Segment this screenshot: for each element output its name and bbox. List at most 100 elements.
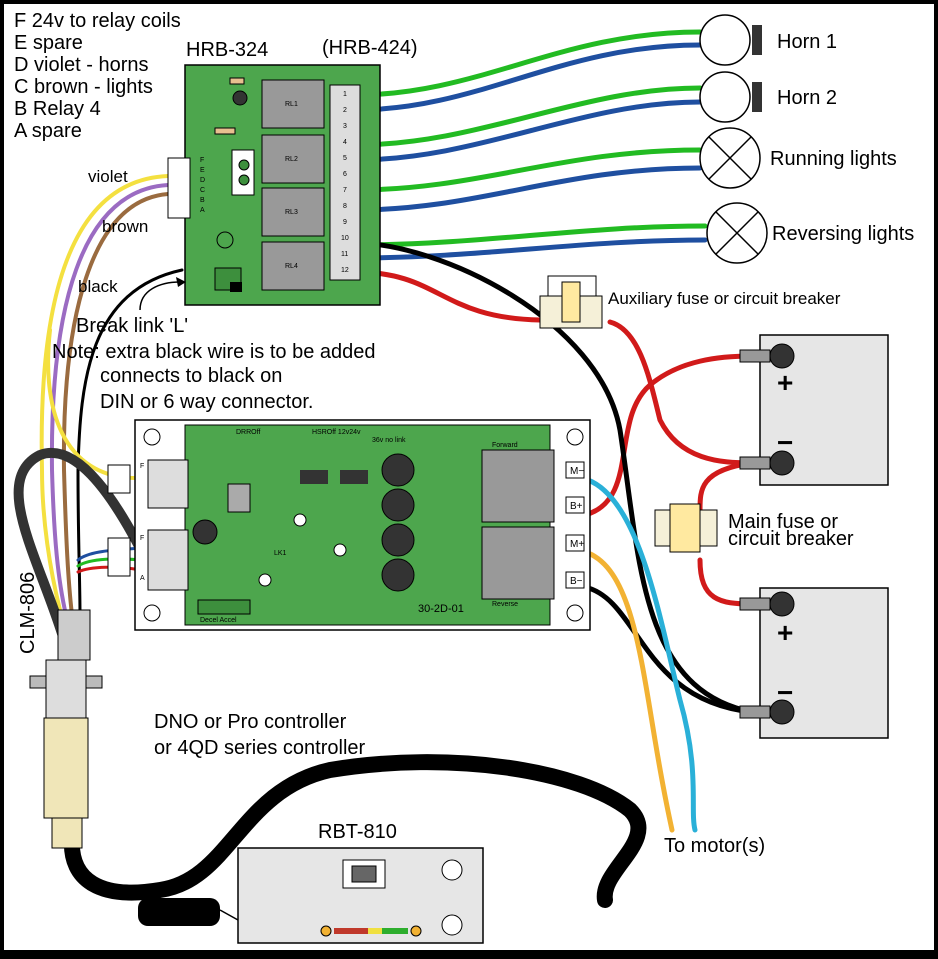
capacitor [232, 90, 248, 106]
terminal-m-minus [565, 461, 585, 479]
lamp-cross [715, 211, 759, 255]
conn-letter-f: F [200, 157, 204, 164]
silk-lk1: LK1 [274, 550, 287, 557]
wire-horn2-green [352, 85, 703, 148]
terminal-5: 5 [343, 155, 347, 162]
pad [238, 174, 250, 186]
wire-red-bplus [582, 353, 755, 518]
label-brown: brown [102, 217, 148, 236]
clm-806: CLM-806 [17, 572, 103, 849]
capacitor [381, 558, 415, 592]
horn-1-label: Horn 1 [777, 31, 837, 53]
din-plug [107, 464, 131, 494]
six-way-connector [167, 157, 191, 219]
mount-hole [143, 428, 161, 446]
relay-rl3-label: RL3 [285, 209, 298, 216]
relay-rl4-label: RL4 [285, 263, 298, 270]
mount-hole [566, 604, 584, 622]
clm-label: CLM-806 [17, 572, 39, 654]
pad [238, 159, 250, 171]
cap-small [293, 513, 307, 527]
running-lights-label: Running lights [770, 148, 897, 170]
controller-label-1: DNO or Pro controller [154, 711, 347, 733]
rbt-label: RBT-810 [318, 821, 397, 843]
rbt-810: RBT-810 [138, 821, 484, 944]
break-link-arrow [139, 281, 181, 311]
relay-rl4-body [261, 241, 325, 291]
resistor [214, 127, 236, 135]
relay-board-name: HRB-324 [186, 39, 268, 61]
wire-black-relay [352, 240, 755, 715]
rbt-toggle-icon[interactable] [441, 914, 463, 936]
aux-fuse-element [561, 281, 581, 323]
terminal-m-plus [565, 534, 585, 552]
terminal-2: 2 [343, 107, 347, 114]
main-fuse-element [669, 503, 701, 553]
ic-chip [300, 470, 328, 484]
conn-f-bottom: F [140, 535, 144, 542]
terminal-11: 11 [341, 251, 348, 258]
din-connector [147, 459, 189, 509]
horn-2-bell-icon [752, 82, 762, 112]
silk-drr: DRROff [236, 429, 260, 436]
terminal-4: 4 [343, 139, 347, 146]
wire-loom-blue [76, 546, 142, 562]
six-way-plug [107, 537, 131, 577]
relay-rl1: RL1 [261, 79, 325, 129]
resistor [229, 77, 245, 85]
wiring [13, 29, 755, 908]
silk-reverse: Reverse [492, 601, 518, 608]
wire-red-aux-out [607, 319, 755, 466]
capacitor [381, 523, 415, 557]
conn-letter-a: A [200, 207, 205, 214]
break-link [230, 282, 242, 292]
wire-running-blue [352, 165, 703, 213]
terminal-7: 7 [343, 187, 347, 194]
conn-f-top: F [140, 463, 144, 470]
capacitor [381, 488, 415, 522]
mount-hole [566, 428, 584, 446]
horn-2-icon [699, 71, 751, 123]
battery-top-minus: − [777, 427, 793, 458]
horn-1: Horn 1 [699, 14, 837, 66]
label-black: black [78, 277, 118, 296]
transistor [192, 519, 218, 545]
mount-hole [143, 604, 161, 622]
battery-bottom: + − [739, 587, 889, 739]
main-fuse-label-1: Main fuse or [728, 511, 838, 533]
note-line-2: connects to black on [100, 365, 282, 387]
label-violet: violet [88, 167, 128, 186]
clm-plug-pins [57, 609, 91, 661]
silk-part-number: 30-2D-01 [418, 603, 464, 615]
relay-rl3-body [261, 187, 325, 237]
legend-b: B Relay 4 [14, 98, 101, 120]
reversing-lights: Reversing lights [706, 202, 914, 264]
aux-fuse: Auxiliary fuse or circuit breaker [539, 275, 841, 329]
horn-2-label: Horn 2 [777, 87, 837, 109]
legend-d: D violet - horns [14, 54, 149, 76]
terminal-12: 12 [341, 267, 349, 274]
battery-bottom-minus: − [777, 677, 793, 708]
legend-e: E spare [14, 32, 83, 54]
cap-small [258, 573, 272, 587]
wire-reversing-green [352, 223, 708, 248]
terminal-m-minus-label: M− [570, 466, 584, 477]
rbt-toggle-icon[interactable] [441, 859, 463, 881]
legend-f: F 24v to relay coils [14, 10, 181, 32]
lamp-cross [708, 136, 752, 180]
silk-decel-accel: Decel Accel [200, 617, 237, 624]
wire-motor-cyan [585, 477, 698, 833]
battery-bottom-plus: + [777, 617, 793, 648]
battery-top-pos-terminal [769, 343, 795, 369]
relay-rl2: RL2 [261, 134, 325, 184]
legend-a: A spare [14, 120, 82, 142]
cap-small [333, 543, 347, 557]
conn-letter-b: B [200, 197, 205, 204]
battery-top-neg-clamp [739, 456, 771, 470]
rbt-lead [219, 909, 239, 921]
reverse-relay [481, 526, 555, 600]
wire-brown [61, 192, 170, 617]
rbt-cable [63, 754, 647, 908]
rbt-switch-icon[interactable] [351, 865, 377, 883]
